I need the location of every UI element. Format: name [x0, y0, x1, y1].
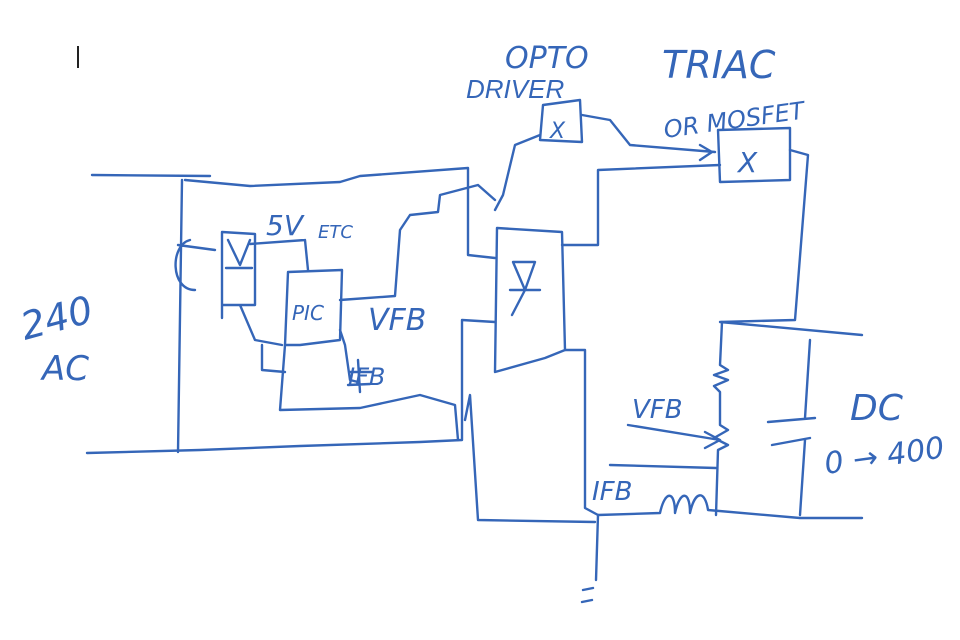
label-pic: PIC [292, 301, 324, 325]
label-or-mosfet: OR MOSFET [662, 96, 808, 144]
ac-top-rail [90, 166, 497, 260]
pic-box [283, 268, 344, 347]
label-ifb-pic: IFB [348, 363, 385, 391]
bridge-rectifier [493, 226, 567, 374]
triac-box [716, 126, 792, 184]
label-etc: ETC [318, 222, 353, 243]
label-driver: DRIVER [466, 74, 564, 104]
label-ifb-shunt: IFB [592, 477, 632, 507]
divider-resistor [712, 320, 730, 517]
label-ac: AC [40, 349, 89, 389]
triac-output-wire [718, 148, 864, 337]
label-triac: TRIAC [662, 43, 776, 87]
label-vfb-divider: VFB [632, 395, 683, 425]
label-opto: OPTO [505, 41, 589, 76]
feedback-wiper [608, 423, 722, 470]
label-triac-x: X [736, 146, 758, 179]
output-return-wire [596, 494, 864, 520]
supply-transformer [174, 230, 284, 347]
ac-bottom-rail [85, 318, 497, 455]
label-5v: 5V [266, 209, 305, 242]
opto-box [538, 98, 584, 144]
ground-symbol [580, 513, 600, 604]
label-vfb-pic: VFB [368, 303, 426, 338]
rectifier-wires [463, 163, 722, 524]
pic-wires [248, 183, 497, 442]
ifb-sensor-symbol [346, 358, 374, 394]
output-capacitor [766, 338, 817, 517]
label-dc: DC [850, 388, 904, 429]
text-cursor [77, 46, 79, 68]
opto-wires [493, 113, 717, 212]
label-opto-x: X [549, 119, 566, 144]
label-240: 240 [16, 287, 97, 348]
label-dc-range: 0 → 400 [822, 430, 946, 481]
left-vertical-wire [176, 178, 184, 454]
